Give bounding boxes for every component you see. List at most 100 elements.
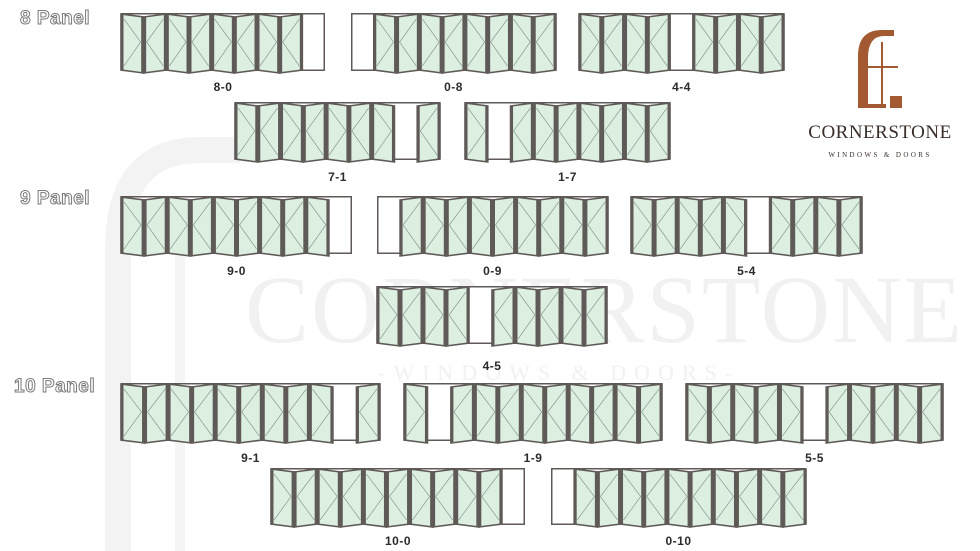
door-config-5-5 [685,383,944,445]
door-panel [189,196,215,257]
bifold-door-icon [377,196,609,257]
bifold-door-icon [403,383,663,444]
door-panel [666,468,691,528]
door-panel [385,468,411,528]
door-panel [408,468,434,528]
door-panel [699,196,725,257]
config-label: 4-4 [672,80,691,94]
door-panel [281,196,307,257]
brand-tagline: WINDOWS & DOORS [828,151,932,159]
door-panel [120,13,145,74]
door-config-7-1 [234,102,441,164]
door-panel [473,383,499,444]
config-label: 9-1 [241,451,260,465]
door-config-9-0 [120,196,352,258]
brand-name: CORNERSTONE [808,122,952,143]
door-panel [737,13,763,74]
door-config-0-9 [377,196,609,258]
door-panel [403,383,429,444]
door-panel [560,286,585,347]
door-panel [418,13,443,74]
door-panel [614,383,640,444]
door-panel [256,102,282,163]
door-panel [233,13,258,74]
config-label: 0-10 [665,534,692,548]
door-config-8-0 [120,13,325,75]
door-panel [708,383,734,444]
door-panel [422,196,448,257]
config-label: 10-0 [384,534,412,548]
config-label: 4-5 [482,359,502,373]
door-panel [142,13,168,74]
door-panel [422,286,447,347]
config-label: 9-0 [227,264,246,278]
door-panel [450,383,476,444]
door-panel [372,13,398,74]
door-panel [584,196,609,257]
door-panel [760,13,785,74]
door-panel [416,102,441,163]
door-panel [143,383,169,444]
door-panel [316,468,342,528]
config-label: 5-5 [805,451,824,465]
door-panel [895,383,921,444]
door-panel [815,196,840,257]
config-label: 8-0 [213,80,233,94]
door-panel [120,383,146,444]
door-panel [143,196,169,257]
config-label: 1-9 [523,451,543,465]
door-panel [491,286,516,347]
door-panel [258,196,284,257]
door-panel [791,196,817,257]
door-panel [561,196,586,257]
door-panel [509,102,535,163]
door-panel [623,102,649,163]
door-panel [441,13,466,74]
bifold-door-icon [351,13,557,74]
door-config-5-4 [630,196,863,258]
bifold-door-icon [551,468,807,528]
door-config-1-7 [464,102,671,164]
door-panel [676,196,702,257]
door-panel [445,196,471,257]
section-title-9-panel: 9 Panel [19,188,91,210]
door-panel [339,468,365,528]
door-panel [486,13,512,74]
door-panel [642,468,668,528]
door-panel [166,196,192,257]
door-panel [596,468,622,528]
door-panel [355,383,381,444]
door-panel [630,196,655,257]
door-panel [758,468,784,528]
door-panel [395,13,421,74]
bifold-door-icon [578,13,785,74]
door-panel [918,383,944,444]
door-panel [256,13,281,74]
door-panel [210,13,236,74]
door-panel [619,468,645,528]
cornerstone-logo-icon [858,30,902,108]
door-panel [532,102,557,163]
door-panel [755,383,781,444]
door-panel [234,102,259,163]
door-panel [399,286,424,347]
door-panel [714,13,740,74]
config-label: 5-4 [737,264,756,278]
config-label: 0-9 [483,264,502,278]
door-panel [279,102,305,163]
door-panel [270,468,295,528]
door-panel [431,468,457,528]
door-panel [537,286,562,347]
door-panel [600,102,626,163]
door-config-0-8 [351,13,557,75]
door-panel [514,286,539,347]
door-panel [165,13,190,74]
door-panel [722,196,748,257]
door-panel [235,196,261,257]
door-panel [685,383,711,444]
door-panel [497,383,523,444]
section-title-8-panel: 8 Panel [19,8,91,30]
door-panel [590,383,616,444]
door-panel [445,286,470,347]
door-panel [653,196,679,257]
